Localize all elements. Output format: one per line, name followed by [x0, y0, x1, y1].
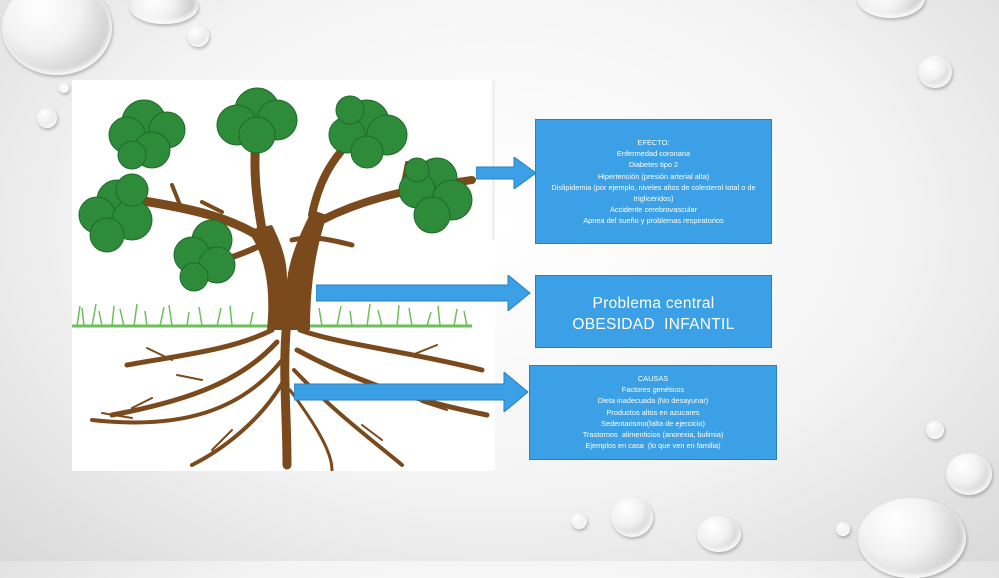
effect-item: triglicéridos): [633, 194, 674, 204]
effects-box: EFECTO: Enfermedad coronaria Diabetes ti…: [535, 119, 772, 244]
water-drop-decoration: [37, 108, 57, 128]
effect-item: Enfermedad coronaria: [616, 149, 691, 159]
effect-item: Dislipidemia (por ejemplo, niveles altos…: [551, 182, 756, 192]
tree-drawing: [72, 80, 495, 472]
cause-item: Trastornos alimenticios (anorexia, bulim…: [582, 430, 724, 440]
cause-item: Sedentarismo(falta de ejercicio): [601, 418, 705, 428]
tree-illustration: [72, 80, 495, 472]
water-drop-decoration: [946, 453, 992, 495]
central-problem-box: Problema central OBESIDAD INFANTIL: [535, 275, 772, 348]
water-drop-decoration: [2, 0, 112, 75]
arrow-to-central-problem: [316, 275, 531, 311]
cause-item: Productos altos en azucares: [606, 407, 700, 417]
central-problem-label: Problema central: [592, 295, 715, 312]
effect-item: Diabetes tipo 2: [628, 160, 679, 170]
effects-title: EFECTO:: [637, 138, 670, 147]
cause-item: Dieta inadecuada (No desayunar): [597, 396, 709, 406]
water-drop-decoration: [926, 421, 944, 439]
effect-item: Apnea del sueño y problemas respiratorio…: [583, 216, 724, 226]
causes-title: CAUSAS: [637, 374, 669, 383]
arrow-to-causes: [294, 372, 529, 412]
water-drop-decoration: [858, 498, 966, 578]
water-drop-decoration: [59, 83, 69, 93]
cause-item: Factores genéticos: [621, 385, 685, 395]
arrow-to-effects: [476, 157, 537, 189]
water-drop-decoration: [571, 513, 587, 529]
effect-item: Accidente cerebrovascular: [609, 205, 698, 215]
water-drop-decoration: [836, 522, 850, 536]
water-drop-decoration: [857, 0, 925, 18]
water-drop-decoration: [187, 25, 209, 47]
water-drop-decoration: [130, 0, 198, 24]
central-problem-value: OBESIDAD INFANTIL: [572, 316, 735, 333]
water-drop-decoration: [918, 56, 952, 88]
cause-item: Ejemplos en casa (lo que ven en familia): [585, 441, 721, 451]
causes-box: CAUSAS Factores genéticos Dieta inadecua…: [529, 365, 777, 460]
water-drop-decoration: [611, 497, 653, 537]
effect-item: Hipertensión (presión arterial alta): [597, 171, 710, 181]
water-drop-decoration: [697, 516, 741, 552]
foliage: [78, 87, 473, 292]
